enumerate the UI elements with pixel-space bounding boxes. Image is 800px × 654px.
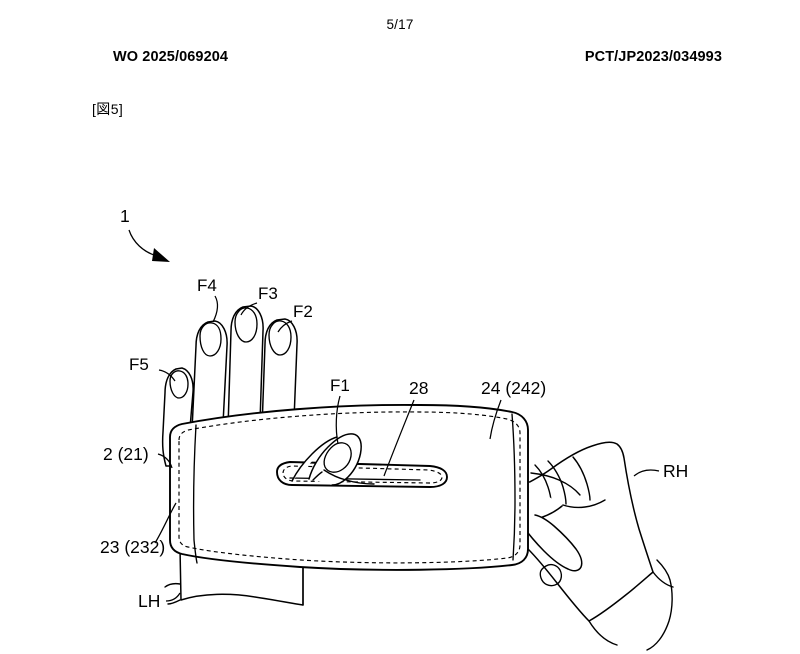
application-number: PCT/JP2023/034993 (584, 49, 722, 65)
callout-f4-label: F4 (197, 276, 217, 295)
callout-f2: F2 (277, 302, 313, 333)
callout-f5: F5 (129, 355, 176, 382)
arrow-head (152, 248, 170, 262)
callout-right-hand: RH (633, 461, 688, 481)
callout-slot-label: 28 (409, 378, 428, 398)
callout-left-hand-label: LH (138, 591, 160, 611)
callout-upper-panel: 24 (242) (481, 378, 546, 440)
callout-f3-label: F3 (258, 284, 278, 303)
callout-lower-panel-label: 23 (232) (100, 537, 165, 557)
wearable-band-device (169, 403, 529, 571)
figure-label: [図5] (92, 101, 124, 117)
callout-upper-panel-label: 24 (242) (481, 378, 546, 398)
callout-f4: F4 (197, 276, 219, 323)
callout-band-body: 2 (21) (103, 444, 173, 469)
callout-lower-panel: 23 (232) (100, 502, 177, 557)
publication-number: WO 2025/069204 (113, 49, 229, 65)
callout-device-label: 1 (120, 206, 130, 226)
callout-right-hand-label: RH (663, 461, 688, 481)
callout-device: 1 (120, 206, 170, 262)
callout-f1-label: F1 (330, 376, 350, 395)
callout-f5-label: F5 (129, 355, 149, 374)
callout-slot: 28 (383, 378, 428, 477)
callout-f1: F1 (330, 376, 350, 445)
finger-f1-thumb (291, 433, 375, 486)
callout-f3: F3 (240, 284, 278, 316)
callout-band-body-label: 2 (21) (103, 444, 149, 464)
callout-f2-label: F2 (293, 302, 313, 321)
page-number: 5/17 (386, 17, 414, 32)
callout-left-hand: LH (138, 591, 181, 611)
